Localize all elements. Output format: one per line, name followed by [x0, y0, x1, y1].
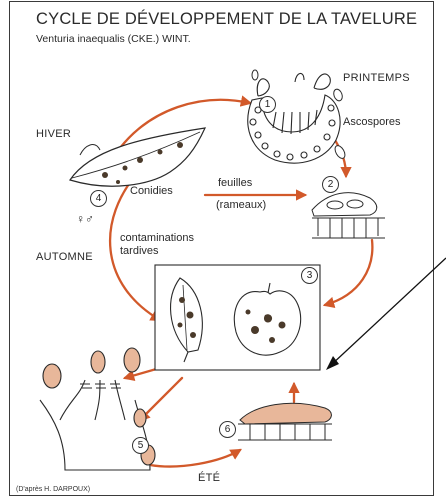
- step-5-badge: 5: [132, 437, 149, 454]
- step-3-badge: 3: [301, 267, 318, 284]
- label-leaves: feuilles: [218, 177, 252, 189]
- label-ascospores: Ascospores: [343, 116, 400, 128]
- arrow-fruit-to-autumn-2: [140, 378, 182, 420]
- pointer-arrow: [326, 258, 446, 370]
- source-credit: (D'après H. DARPOUX): [16, 486, 90, 493]
- season-autumn: AUTOMNE: [36, 251, 93, 263]
- subcuticular-stroma-drawing: [238, 403, 332, 440]
- label-late-contaminations-1: contaminations: [120, 232, 194, 244]
- dead-leaf-drawing: [70, 128, 205, 186]
- step-6-badge: 6: [219, 421, 236, 438]
- step-2-badge: 2: [322, 176, 339, 193]
- diagram-title: CYCLE DE DÉVELOPPEMENT DE LA TAVELURE: [36, 10, 417, 29]
- season-winter: HIVER: [36, 128, 71, 140]
- sex-symbols: ♀♂: [76, 212, 94, 226]
- arrow-autumn-to-summer: [150, 450, 240, 467]
- season-spring: PRINTEMPS: [343, 72, 410, 84]
- species-subtitle: Venturia inaequalis (CKE.) WINT.: [36, 33, 191, 45]
- label-late-contaminations-2: tardives: [120, 245, 159, 257]
- step-1-badge: 1: [259, 96, 276, 113]
- season-summer: ÉTÉ: [198, 472, 220, 484]
- label-branches: (rameaux): [216, 199, 266, 211]
- arrow-leaves-to-fruit: [325, 240, 372, 305]
- infected-organs-box: [155, 265, 320, 370]
- step-4-badge: 4: [90, 190, 107, 207]
- perithecium-drawing: [248, 73, 340, 163]
- leaf-tissue-drawing: [312, 193, 385, 238]
- label-conidia: Conidies: [130, 185, 173, 197]
